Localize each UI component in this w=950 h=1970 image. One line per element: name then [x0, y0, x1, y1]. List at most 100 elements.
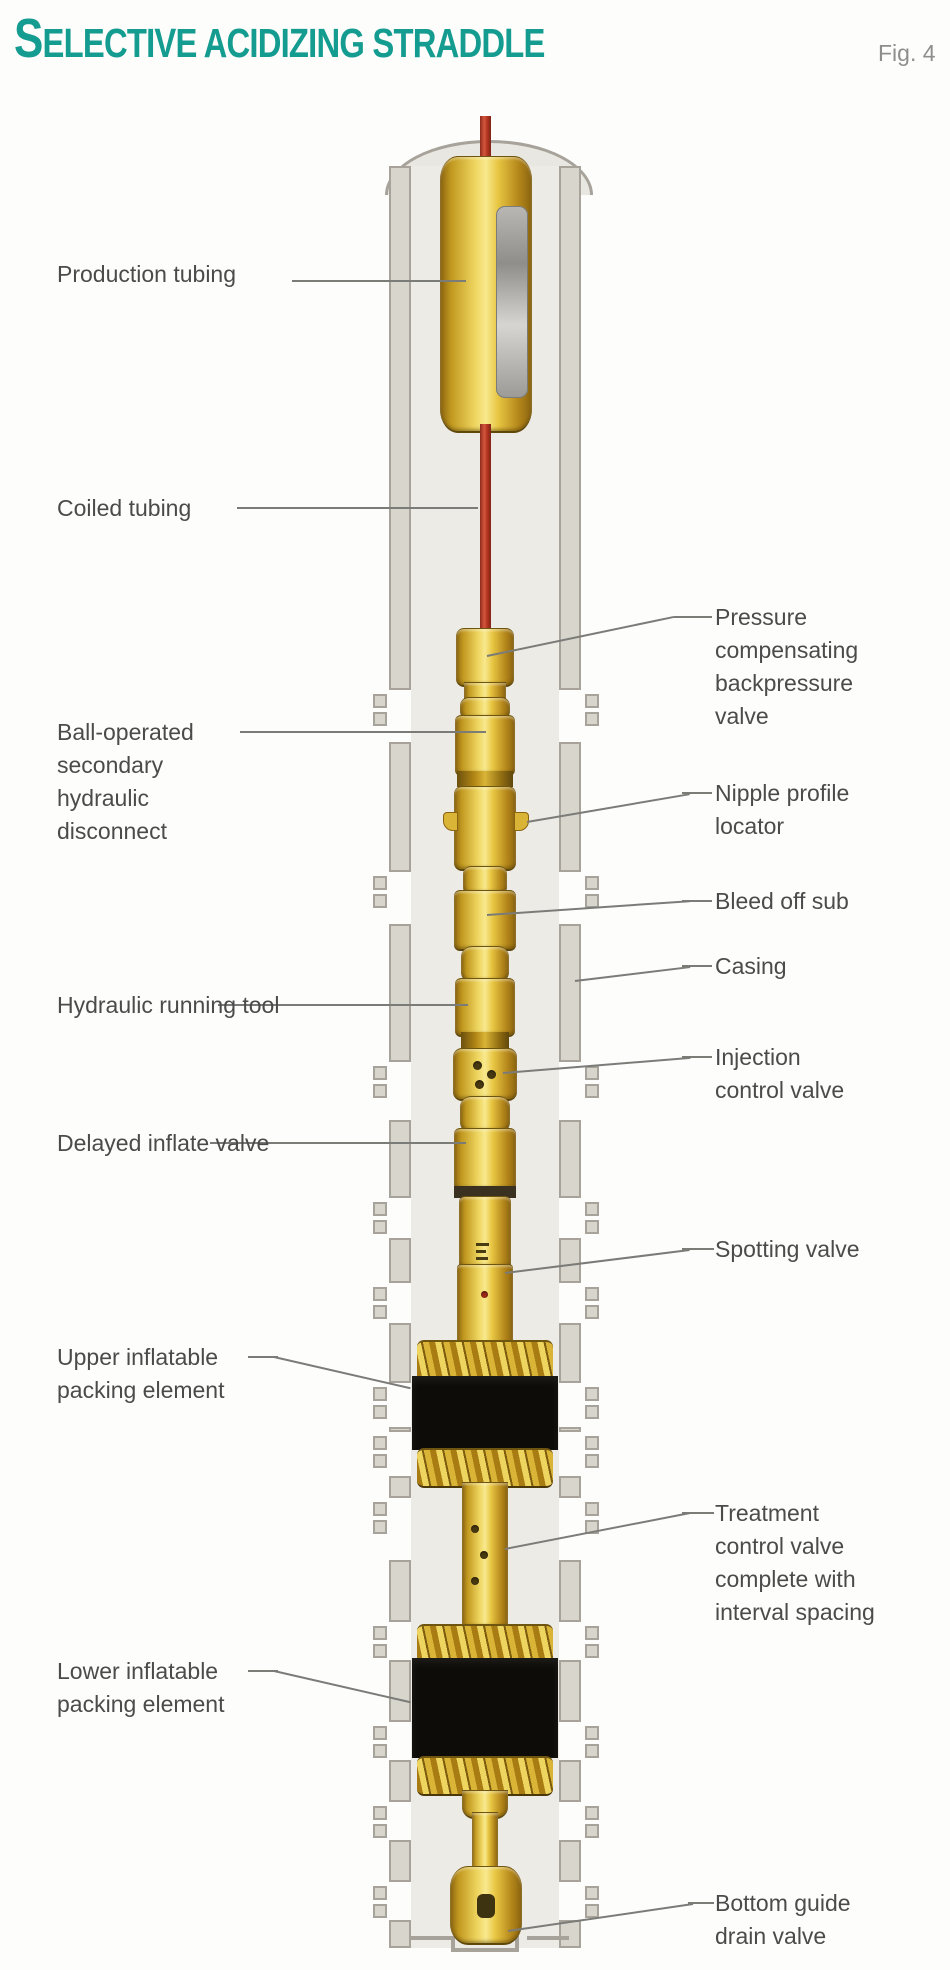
casing-collar-mark: [373, 1305, 387, 1319]
treatment-control-valve-leader-tick: [682, 1512, 714, 1514]
label-production-tubing: Production tubing: [57, 261, 237, 287]
casing-collar-mark: [373, 712, 387, 726]
casing-wall-segment: [389, 742, 411, 872]
tool-joint: [457, 771, 513, 787]
casing-collar-mark: [585, 1202, 599, 1216]
injection-control-valve-body: [453, 1048, 517, 1101]
nipple-profile-locator-leader-tick: [682, 792, 712, 794]
casing-collar-mark: [373, 1084, 387, 1098]
casing-collar-mark: [585, 1305, 599, 1319]
casing-collar-mark: [585, 1502, 599, 1516]
casing-wall-segment: [559, 1120, 581, 1198]
casing-collar-mark: [373, 1806, 387, 1820]
spotting-valve-marking: [476, 1250, 486, 1253]
casing-wall-segment: [389, 1238, 411, 1283]
label-upper-packing-element: Upper inflatable packing element: [57, 1344, 225, 1403]
bleed-off-sub-body: [454, 890, 516, 951]
casing-collar-mark: [373, 1387, 387, 1401]
casing-collar-mark: [585, 1287, 599, 1301]
ball-operated-disconnect-body: [455, 715, 515, 776]
nipple-locator-nub-left: [443, 812, 458, 831]
bottom-guide-port: [477, 1894, 495, 1918]
casing-collar-mark: [585, 876, 599, 890]
coiled-tubing-upper: [480, 116, 491, 168]
label-casing: Casing: [715, 953, 787, 979]
casing-collar-mark: [373, 1726, 387, 1740]
spotting-valve-marking: [476, 1257, 488, 1260]
casing-collar-mark: [585, 1220, 599, 1234]
casing-collar-mark: [585, 694, 599, 708]
casing-collar-mark: [585, 1726, 599, 1740]
casing-bottom-rim: [451, 1936, 455, 1952]
label-bleed-off-sub: Bleed off sub: [715, 888, 849, 914]
treatment-control-valve-mandrel: [462, 1482, 508, 1629]
casing-collar-mark: [373, 1502, 387, 1516]
valve-port: [475, 1080, 484, 1089]
ball-operated-disconnect-leader-line: [240, 731, 486, 733]
hydraulic-running-tool-leader-line: [218, 1004, 468, 1006]
casing-wall-segment: [559, 1660, 581, 1722]
nipple-profile-locator-body: [454, 786, 516, 871]
casing-wall-segment: [559, 1560, 581, 1622]
valve-port: [473, 1061, 482, 1070]
spotting-valve-port: [481, 1291, 488, 1298]
casing-wall-segment: [559, 166, 581, 690]
casing-wall-segment: [559, 1323, 581, 1383]
casing-collar-mark: [373, 1454, 387, 1468]
casing-collar-mark: [585, 1454, 599, 1468]
casing-collar-mark: [585, 1904, 599, 1918]
label-nipple-profile-locator: Nipple profile locator: [715, 780, 850, 839]
casing-collar-mark: [585, 712, 599, 726]
casing-wall-segment: [389, 1323, 411, 1383]
coiled-tubing-leader-line: [237, 507, 478, 509]
casing-wall-segment: [389, 1840, 411, 1882]
spotting-valve-body: [459, 1196, 511, 1269]
casing-wall-segment: [559, 924, 581, 1062]
casing-collar-mark: [585, 1066, 599, 1080]
casing-wall-segment: [389, 166, 411, 690]
casing-wall-segment: [559, 742, 581, 872]
casing-wall-segment: [559, 1427, 581, 1432]
mandrel-port: [480, 1551, 488, 1559]
tool-joint: [461, 1032, 509, 1050]
casing-wall-segment: [389, 1427, 411, 1432]
casing-collar-mark: [373, 1744, 387, 1758]
label-hydraulic-running-tool: Hydraulic running tool: [57, 992, 280, 1018]
pressure-compensating-valve-body: [456, 628, 514, 687]
casing-collar-mark: [373, 1202, 387, 1216]
production-tubing-leader-line: [292, 280, 466, 282]
production-tubing-internals: [496, 206, 528, 398]
casing-collar-mark: [373, 1626, 387, 1640]
casing-wall-segment: [389, 1760, 411, 1802]
casing-collar-mark: [373, 1436, 387, 1450]
casing-wall-segment: [389, 924, 411, 1062]
label-lower-packing-element: Lower inflatable packing element: [57, 1658, 225, 1717]
casing-collar-mark: [373, 1066, 387, 1080]
casing-leader-tick: [682, 965, 712, 967]
label-bottom-guide-drain-valve: Bottom guide drain valve: [715, 1890, 851, 1949]
spotting-valve-marking: [476, 1243, 489, 1246]
label-treatment-control-valve: Treatment control valve complete with in…: [715, 1500, 875, 1625]
casing-collar-mark: [585, 1824, 599, 1838]
casing-collar-mark: [373, 694, 387, 708]
casing-collar-mark: [373, 894, 387, 908]
lower-packing-element-leader-tick: [248, 1670, 278, 1672]
casing-collar-mark: [585, 1744, 599, 1758]
casing-wall-segment: [559, 1920, 581, 1948]
spotting-valve-lower-body: [457, 1264, 513, 1347]
label-coiled-tubing: Coiled tubing: [57, 495, 192, 521]
casing-collar-mark: [373, 1904, 387, 1918]
valve-port: [487, 1070, 496, 1079]
pressure-compensating-valve-leader-tick: [674, 616, 712, 618]
casing-collar-mark: [585, 1806, 599, 1820]
mandrel-port: [471, 1577, 479, 1585]
label-spotting-valve: Spotting valve: [715, 1236, 860, 1262]
bleed-off-sub-leader-tick: [682, 900, 712, 902]
casing-collar-mark: [373, 1405, 387, 1419]
casing-collar-mark: [585, 1886, 599, 1900]
casing-collar-mark: [585, 1626, 599, 1640]
casing-bottom-rim: [515, 1936, 519, 1952]
casing-bottom-rim: [411, 1936, 453, 1940]
label-injection-control-valve: Injection control valve: [715, 1044, 845, 1103]
